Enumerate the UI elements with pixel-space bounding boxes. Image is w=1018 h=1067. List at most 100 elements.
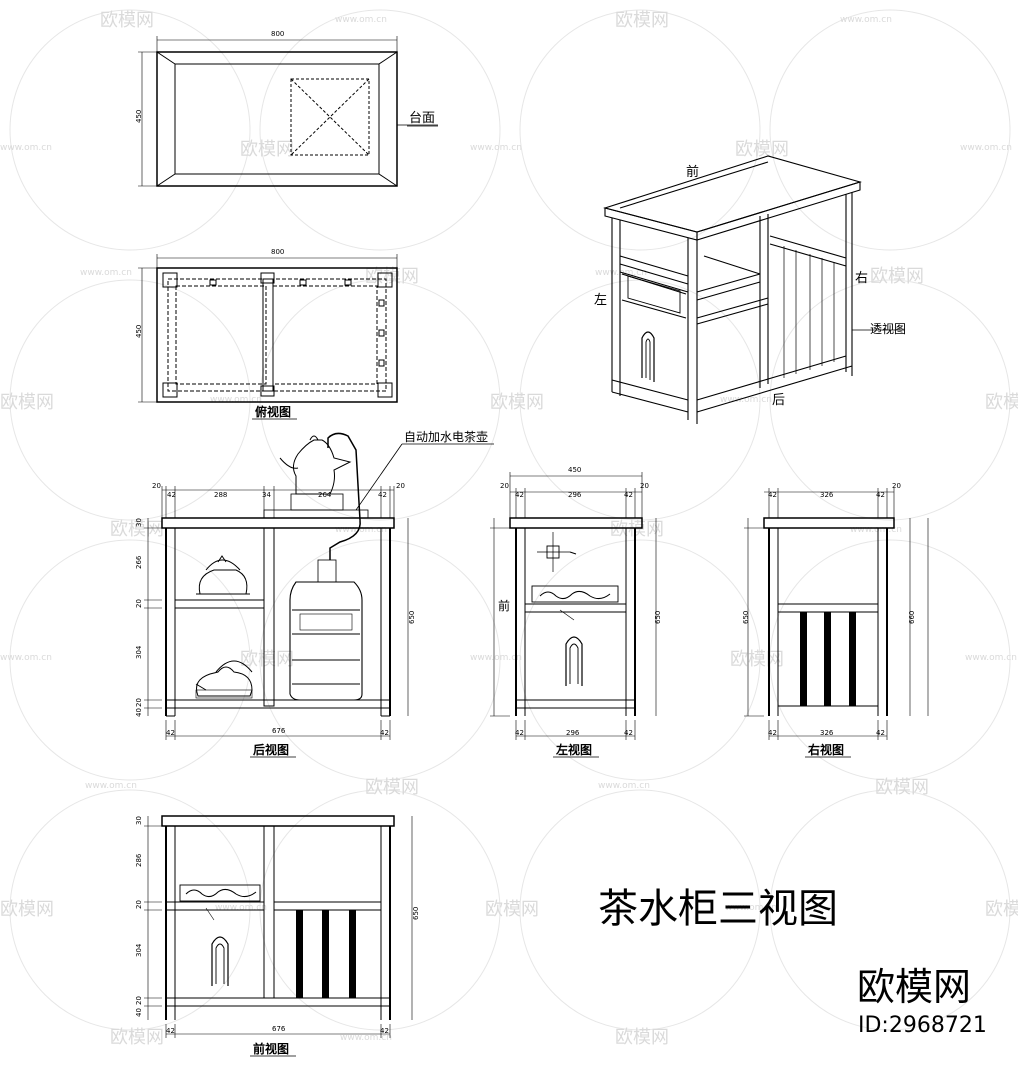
- dim-back-total: 676: [272, 727, 286, 735]
- watermark-site: www.om.cn: [210, 395, 262, 405]
- dim-back-left-2: 20: [135, 599, 143, 608]
- dim-left-top-4: 20: [640, 482, 649, 490]
- watermark-site: www.om.cn: [0, 143, 52, 153]
- dim-back-left-1: 266: [135, 555, 143, 569]
- dim-back-bottom-right: 42: [380, 729, 389, 737]
- watermark-brand: 欧模网: [100, 10, 154, 31]
- dim-top-depth: 450: [135, 110, 143, 123]
- watermark-brand: 欧模网: [730, 649, 784, 670]
- dim-right-top-2: 42: [876, 491, 885, 499]
- dim-back-top-5: 42: [378, 491, 387, 499]
- dim-front-left-5: 40: [135, 1008, 143, 1017]
- watermark-site: www.om.cn: [850, 525, 902, 535]
- watermark-brand: 欧模网: [985, 899, 1018, 920]
- front-left-dims: 30 286 20 304 20 40: [135, 816, 143, 1017]
- dim-left-bottom-0: 42: [515, 729, 524, 737]
- label-perspective-right: 右: [855, 271, 868, 286]
- dim-back-left-4: 20: [135, 698, 143, 707]
- watermark-site: www.om.cn: [840, 15, 892, 25]
- dim-left-top-0: 20: [500, 482, 509, 490]
- dim-back-top-1: 42: [167, 491, 176, 499]
- right-view-drawing: [744, 488, 929, 740]
- dim-right-bottom-1: 326: [820, 729, 834, 737]
- watermark-site: www.om.cn: [470, 653, 522, 663]
- dim-back-top-4: 264: [318, 491, 332, 499]
- watermark-brand: 欧模网: [615, 10, 669, 31]
- watermark-brand: 欧模网: [490, 392, 544, 413]
- watermark-brand: 欧模网: [110, 519, 164, 540]
- left-top-dims: 20 42 296 42 20: [500, 482, 649, 499]
- dim-top-width: 800: [271, 30, 284, 38]
- dim-back-left-5: 40: [135, 708, 143, 717]
- watermark-brand: 欧模网: [610, 519, 664, 540]
- watermark-site: www.om.cn: [85, 781, 137, 791]
- label-top-view: 俯视图: [255, 404, 291, 419]
- top-view-drawing: [138, 254, 398, 403]
- watermark-brand: 欧模网: [735, 139, 789, 160]
- dim-back-top-6: 20: [396, 482, 405, 490]
- label-perspective-back: 后: [772, 393, 785, 408]
- watermark-site: www.om.cn: [965, 653, 1017, 663]
- dim-front-bottom-left: 42: [166, 1027, 175, 1035]
- watermark-layer: 欧模网 www.om.cn 欧模网 www.om.cn www.om.cn 欧模…: [0, 9, 1018, 1048]
- drawing-title: 茶水柜三视图: [598, 886, 838, 932]
- dim-back-top-3: 34: [262, 491, 271, 499]
- dim-back-left-3: 304: [135, 645, 143, 659]
- watermark-site: www.om.cn: [598, 781, 650, 791]
- dim-back-height: 650: [408, 611, 416, 624]
- watermark-brand: 欧模网: [0, 899, 54, 920]
- dim-left-bottom-1: 296: [566, 729, 580, 737]
- watermark-site: www.om.cn: [595, 268, 647, 278]
- label-kettle: 自动加水电茶壶: [404, 429, 488, 444]
- watermark-site: www.om.cn: [725, 903, 777, 913]
- dim-right-top-1: 326: [820, 491, 834, 499]
- watermark-brand: 欧模网: [110, 1027, 164, 1048]
- dim-left-top-3: 42: [624, 491, 633, 499]
- back-view-drawing: [144, 432, 494, 740]
- dim-right-bottom-0: 42: [768, 729, 777, 737]
- dim-front-height: 650: [412, 907, 420, 920]
- watermark-site: www.om.cn: [80, 268, 132, 278]
- watermark-site: www.om.cn: [335, 15, 387, 25]
- dim-plan-width: 800: [271, 248, 284, 256]
- watermark-brand: 欧模网: [615, 1027, 669, 1048]
- right-top-dims: 42 326 42 20: [768, 482, 901, 499]
- watermark-site: www.om.cn: [335, 525, 387, 535]
- dim-front-left-1: 286: [135, 853, 143, 867]
- watermark-brand: 欧模网: [485, 899, 539, 920]
- label-perspective-view: 透视图: [870, 321, 906, 336]
- dim-plan-depth: 450: [135, 325, 143, 338]
- watermark-site: www.om.cn: [720, 395, 772, 405]
- watermark-brand: 欧模网: [365, 777, 419, 798]
- image-id: ID:2968721: [858, 1013, 987, 1038]
- dim-left-height: 650: [654, 611, 662, 624]
- dim-right-height: 650: [742, 611, 750, 624]
- watermark-brand: 欧模网: [240, 139, 294, 160]
- dim-front-left-0: 30: [135, 816, 143, 825]
- label-right-view: 右视图: [807, 742, 844, 757]
- label-perspective-left: 左: [594, 293, 607, 308]
- dim-left-total: 450: [568, 466, 581, 474]
- front-view-drawing: [144, 815, 413, 1038]
- dim-front-left-3: 304: [135, 943, 143, 957]
- watermark-brand: 欧模网: [875, 777, 929, 798]
- dim-front-left-2: 20: [135, 900, 143, 909]
- perspective-drawing: [603, 155, 905, 424]
- dim-back-top-2: 288: [214, 491, 227, 499]
- dim-right-bottom-2: 42: [876, 729, 885, 737]
- left-view-drawing: [490, 472, 657, 740]
- watermark-brand: 欧模网: [0, 392, 54, 413]
- dim-back-left-0: 30: [135, 518, 143, 527]
- dim-right-height2: 660: [908, 611, 916, 624]
- dim-back-top-0: 20: [152, 482, 161, 490]
- watermark-brand: 欧模网: [240, 649, 294, 670]
- dim-right-top-3: 20: [892, 482, 901, 490]
- brand-logo-text: 欧模网: [857, 965, 971, 1009]
- watermark-site: www.om.cn: [215, 903, 267, 913]
- dim-right-top-0: 42: [768, 491, 777, 499]
- label-front-view: 前视图: [253, 1041, 289, 1056]
- dim-left-top-2: 296: [568, 491, 582, 499]
- watermark-site: www.om.cn: [960, 143, 1012, 153]
- dim-left-top-1: 42: [515, 491, 524, 499]
